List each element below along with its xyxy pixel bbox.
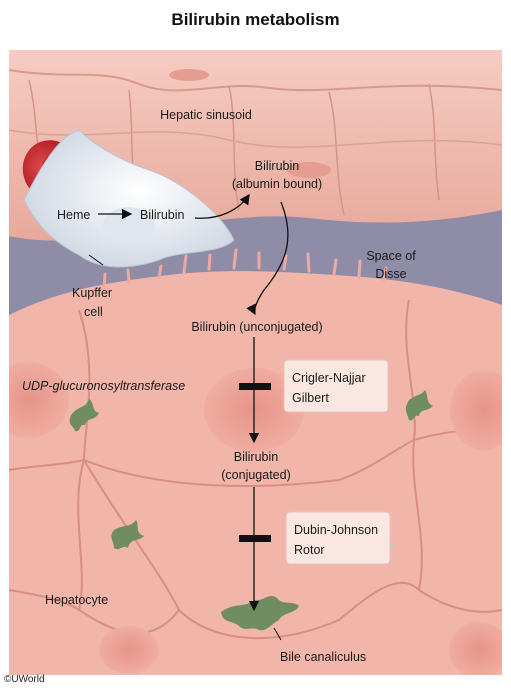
disease-box-2: Dubin-Johnson Rotor (285, 511, 391, 565)
bile-canaliculus-shape (221, 596, 299, 631)
block-bar-2 (239, 535, 271, 542)
label-disse: Disse (375, 267, 406, 281)
label-space-of: Space of (366, 249, 416, 263)
bilirubin-diagram: Crigler-Najjar Gilbert Dubin-Johnson Rot… (0, 50, 511, 678)
disease-label-crigler-najjar: Crigler-Najjar (292, 371, 366, 385)
block-bar-1 (239, 383, 271, 390)
canaliculus-pointer (273, 627, 282, 641)
pathway-arrows (88, 193, 289, 641)
label-bilirubin-kupffer: Bilirubin (140, 208, 185, 222)
disease-label-dubin-johnson: Dubin-Johnson (294, 523, 378, 537)
kupffer-cell (23, 129, 235, 268)
label-bile-canaliculus: Bile canaliculus (280, 650, 366, 664)
copyright-notice: ©UWorld (4, 674, 45, 685)
disease-label-gilbert: Gilbert (292, 391, 329, 405)
to-hepatocyte-arrow (246, 201, 289, 316)
label-bilirubin-conjugated: Bilirubin (234, 450, 279, 464)
label-hepatic-sinusoid: Hepatic sinusoid (160, 108, 252, 122)
disease-label-rotor: Rotor (294, 543, 325, 557)
label-udp-glucuronosyltransferase: UDP-glucuronosyltransferase (22, 379, 185, 393)
label-bilirubin-unconjugated: Bilirubin (unconjugated) (191, 320, 322, 334)
kupffer-pointer (88, 254, 104, 266)
label-heme: Heme (57, 208, 90, 222)
label-conjugated: (conjugated) (221, 468, 291, 482)
to-albumin-arrow (194, 193, 250, 219)
label-bilirubin-albumin: Bilirubin (255, 159, 300, 173)
figure-title: Bilirubin metabolism (171, 10, 340, 29)
label-hepatocyte: Hepatocyte (45, 593, 108, 607)
disease-box-1: Crigler-Najjar Gilbert (283, 359, 389, 413)
label-albumin-bound: (albumin bound) (232, 177, 322, 191)
illustration-panel: Crigler-Najjar Gilbert Dubin-Johnson Rot… (0, 50, 511, 678)
label-kupffer: Kupffer (72, 286, 112, 300)
label-cell: cell (84, 305, 103, 319)
